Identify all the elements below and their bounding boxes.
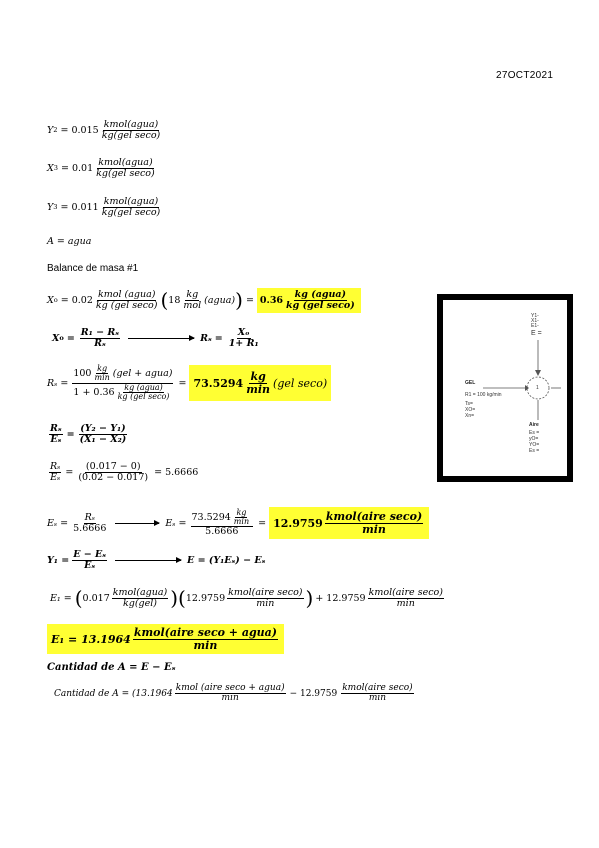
section-title: Cantidad de A = E − Eₛ bbox=[47, 662, 176, 673]
arrow-icon bbox=[128, 334, 196, 341]
diagram-gel-r1: R1 = 100 kg/min bbox=[465, 392, 502, 398]
diagram-aire-lines: Es = yO= YO= Es = bbox=[529, 430, 540, 454]
diagram-gel-label: GEL bbox=[465, 380, 476, 386]
equation-cantidad: Cantidad de A = (13.1964 kmol (aire seco… bbox=[54, 683, 414, 704]
equation-y1: Y₁ = E − Eₛ Eₛ E = (Y₁Eₛ) − Eₛ bbox=[47, 549, 266, 571]
equation-ratio: Rₛ Eₛ = (Y₂ − Y₁) (X₁ − X₂) bbox=[49, 423, 127, 445]
equation-es: Eₛ = Rₛ 5.6666 Eₛ = 73.5294 kg min 5.666… bbox=[47, 507, 430, 540]
highlighted-result: 12.9759 kmol(aire seco) min bbox=[269, 507, 430, 540]
diagram-gel-lines: Ts= XO= Xn= bbox=[465, 401, 476, 419]
arrow-icon bbox=[115, 519, 161, 526]
equation-rs: Rₛ = 100 kg min (gel + agua) 1 + 0.36 kg… bbox=[47, 364, 332, 402]
highlighted-result: 0.36 kg (agua) kg (gel seco) bbox=[256, 288, 361, 313]
section-title: Balance de masa #1 bbox=[47, 263, 139, 274]
diagram-drawing bbox=[483, 340, 561, 420]
diagram-top-labels: Y1- X1- E1- E = bbox=[531, 313, 542, 338]
process-diagram: Y1- X1- E1- E = 1 GEL R1 = 100 kg/min Ts… bbox=[437, 294, 573, 482]
definition-a: A = agua bbox=[47, 236, 92, 247]
diagram-node-label: 1 bbox=[536, 385, 539, 391]
equation-ratio-numeric: Rₛ Eₛ = (0.017 − 0) (0.02 − 0.017) = 5.6… bbox=[49, 461, 199, 483]
document-date: 27OCT2021 bbox=[496, 70, 554, 81]
equation-e1: E₁ = ( 0.017 kmol(agua) kg(gel) ) ( 12.9… bbox=[50, 586, 444, 611]
highlighted-result: 73.5294 kg min (gel seco) bbox=[189, 365, 332, 402]
highlighted-result: E₁ = 13.1964 kmol(aire seco + agua) min bbox=[47, 624, 285, 655]
equation-e1-result: E₁ = 13.1964 kmol(aire seco + agua) min bbox=[47, 624, 285, 655]
fraction: kmol(agua) kg(gel seco) bbox=[101, 119, 161, 141]
diagram-aire-label: Aire bbox=[529, 422, 539, 428]
arrow-icon bbox=[115, 556, 183, 563]
